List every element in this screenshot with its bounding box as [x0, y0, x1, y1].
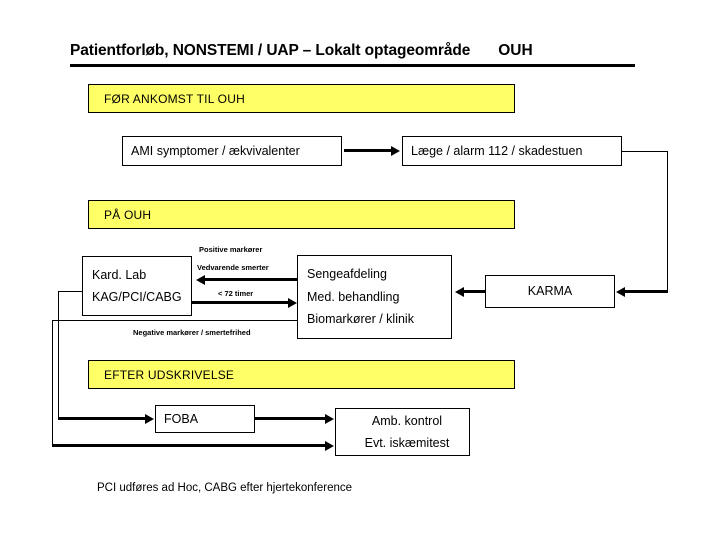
box-cardiac-lab-line2: KAG/PCI/CABG: [92, 290, 182, 304]
arrowhead-karma-to-ward: [455, 286, 464, 297]
box-foba[interactable]: FOBA: [155, 405, 255, 433]
section-band-after-discharge: EFTER UDSKRIVELSE: [88, 360, 515, 389]
connector-negative-markers-down: [52, 320, 53, 446]
connector-into-karma-right: [625, 290, 668, 293]
connector-cardiac-lab-left-stub: [58, 291, 83, 292]
box-ami-symptoms[interactable]: AMI symptomer / ækvivalenter: [122, 136, 342, 166]
box-cardiac-lab-line1: Kard. Lab: [92, 267, 147, 282]
box-ward-treatment-line2: Med. behandling: [307, 289, 400, 304]
box-ward-treatment-line3: Biomarkører / klinik: [307, 312, 414, 327]
connector-ami-to-doctor: [344, 149, 392, 152]
box-karma-label: KARMA: [527, 284, 573, 299]
connector-doctor-down-to-karma: [667, 151, 668, 292]
box-outpatient-control-line2: Evt. iskæmitest: [364, 436, 450, 450]
connector-cardiac-lab-to-ward: [192, 301, 289, 304]
arrowhead-ward-to-cardiac-lab: [196, 274, 205, 285]
box-outpatient-control-line1: Amb. kontrol: [371, 413, 443, 428]
arrowhead-into-karma-right: [616, 286, 625, 297]
connector-foba-to-outpatient: [255, 417, 326, 420]
arrowhead-foba-to-outpatient: [325, 413, 334, 424]
section-band-at-ouh: PÅ OUH: [88, 200, 515, 229]
connector-to-foba: [58, 417, 146, 420]
footer-caption: PCI udføres ad Hoc, CABG efter hjertekon…: [97, 482, 353, 494]
arrowhead-to-foba: [145, 413, 154, 424]
edge-label-negative-markers: Negative markører / smertefrihed: [133, 328, 251, 337]
box-doctor-alarm-er[interactable]: Læge / alarm 112 / skadestuen: [402, 136, 622, 166]
connector-karma-to-ward: [464, 290, 486, 293]
connector-negative-to-outpatient: [52, 444, 326, 447]
connector-ward-to-cardiac-lab: [205, 278, 297, 281]
arrowhead-negative-to-outpatient: [325, 440, 334, 451]
connector-negative-markers-horizontal: [52, 320, 298, 321]
edge-label-persistent-pain: Vedvarende smerter: [197, 263, 269, 272]
box-doctor-alarm-er-label: Læge / alarm 112 / skadestuen: [411, 143, 583, 158]
arrowhead-cardiac-lab-to-ward: [288, 297, 297, 308]
section-band-before-arrival: FØR ANKOMST TIL OUH: [88, 84, 515, 113]
connector-cardiac-lab-down: [58, 291, 59, 419]
page-title-org: OUH: [498, 42, 533, 59]
section-band-at-ouh-label: PÅ OUH: [104, 207, 152, 222]
page-title: Patientforløb, NONSTEMI / UAP – Lokalt o…: [70, 42, 635, 67]
box-ward-treatment-line1: Sengeafdeling: [307, 267, 387, 282]
box-ami-symptoms-label: AMI symptomer / ækvivalenter: [131, 143, 300, 158]
box-cardiac-lab[interactable]: Kard. Lab KAG/PCI/CABG: [82, 256, 192, 316]
box-karma[interactable]: KARMA: [485, 275, 615, 308]
section-band-after-discharge-label: EFTER UDSKRIVELSE: [104, 367, 235, 382]
box-ward-treatment[interactable]: Sengeafdeling Med. behandling Biomarkøre…: [297, 255, 452, 339]
arrowhead-ami-to-doctor: [391, 145, 400, 156]
connector-doctor-right-stub: [622, 151, 668, 152]
edge-label-positive-markers: Positive markører: [199, 245, 263, 254]
box-outpatient-control[interactable]: Amb. kontrol Evt. iskæmitest: [335, 408, 470, 456]
page-title-main: Patientforløb, NONSTEMI / UAP – Lokalt o…: [70, 42, 471, 59]
box-foba-label: FOBA: [164, 411, 199, 426]
edge-label-under-72-hours: < 72 timer: [218, 289, 254, 298]
section-band-before-arrival-label: FØR ANKOMST TIL OUH: [104, 91, 245, 106]
